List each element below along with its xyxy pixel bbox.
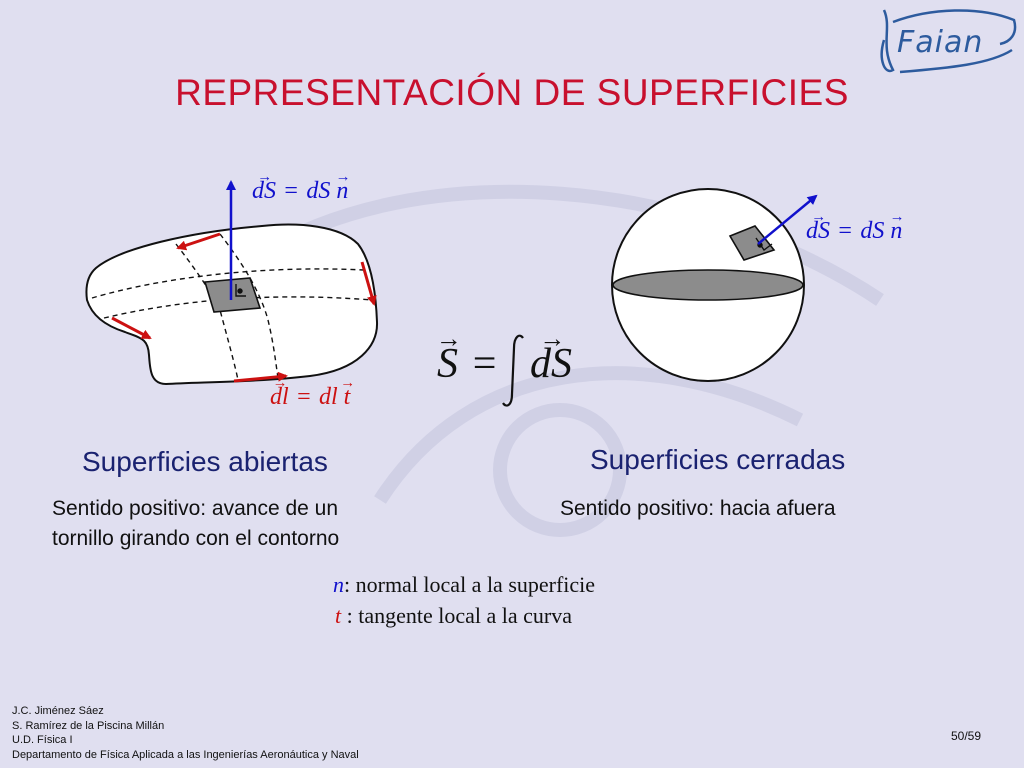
formula-dS-closed: dS=dS n: [806, 218, 902, 245]
right-angle-mark: [235, 284, 246, 297]
logo-text: Faian: [897, 25, 984, 60]
open-surface-heading: Superficies abiertas: [82, 446, 328, 477]
open-surface-diagram: [85, 180, 379, 386]
sphere-normal-vector: [757, 194, 818, 245]
footer-credits: J.C. Jiménez Sáez S. Ramírez de la Pisci…: [12, 704, 359, 762]
faian-logo-icon: [880, 9, 1017, 74]
tangent-vector-right: [360, 261, 377, 306]
legend-t-text: : tangente local a la curva: [341, 603, 573, 628]
footer-line: S. Ramírez de la Piscina Millán: [12, 719, 165, 732]
legend-t-symbol: t: [335, 603, 342, 628]
legend-n-text: : normal local a la superficie: [344, 572, 596, 597]
footer-line: J.C. Jiménez Sáez: [12, 705, 104, 717]
closed-surface-description: Sentido positivo: hacia afuera: [560, 497, 836, 520]
closed-surface-heading: Superficies cerradas: [590, 444, 846, 475]
integral-lhs: S=: [437, 340, 511, 388]
sphere-equator: [612, 269, 804, 301]
open-description-line-2: tornillo girando con el contorno: [52, 527, 340, 550]
open-surface-description: Sentido positivo: avance de un tornillo …: [52, 494, 339, 554]
legend-normal: n: normal local a la superficie: [333, 572, 595, 598]
closed-surface-diagram: [611, 188, 818, 382]
integral-sign: [502, 334, 524, 407]
tangent-vector-left: [111, 316, 152, 340]
open-description-line-1: Sentido positivo: avance de un: [52, 497, 339, 520]
tangent-vector-top: [176, 232, 221, 251]
integral-rhs: dS: [530, 340, 572, 388]
legend-tangent: t : tangente local a la curva: [335, 603, 572, 629]
formula-dS-open: dS=dS n: [252, 178, 348, 205]
legend-n-symbol: n: [333, 572, 344, 597]
sphere-surface-element: [728, 225, 776, 261]
page-number: 50/59: [951, 729, 982, 743]
formula-dl: dl=dl t: [270, 384, 350, 411]
footer-line: U.D. Física I: [12, 734, 73, 746]
surface-element: [203, 277, 262, 313]
slide-title: REPRESENTACIÓN DE SUPERFICIES: [175, 72, 849, 113]
footer-line: Departamento de Física Aplicada a las In…: [12, 748, 359, 761]
grid-lines: [91, 233, 373, 381]
